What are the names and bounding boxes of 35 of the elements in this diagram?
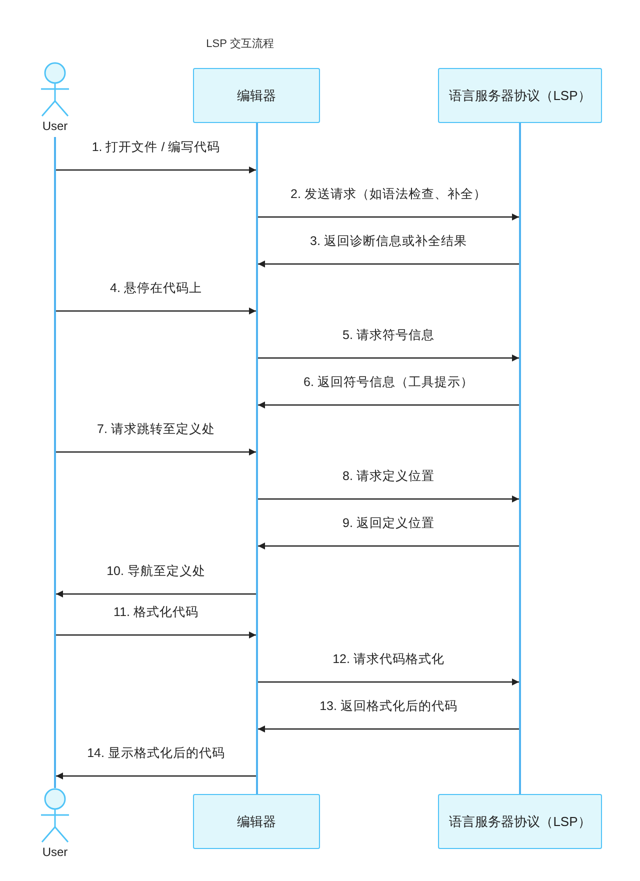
message-arrow xyxy=(258,542,519,550)
lifeline xyxy=(54,137,56,788)
message-arrow xyxy=(258,354,519,362)
message-arrow xyxy=(56,590,256,598)
edge-label: 10. 导航至定义处 xyxy=(104,563,208,579)
lifeline xyxy=(519,123,521,794)
diagram-title: LSP 交互流程 xyxy=(205,36,275,51)
participant-box: 编辑器 xyxy=(193,794,320,849)
message-arrow xyxy=(56,772,256,780)
message-arrow xyxy=(258,726,519,732)
message-arrow xyxy=(258,678,519,686)
message-arrow xyxy=(258,402,519,408)
edge-label: 11. 格式化代码 xyxy=(112,604,200,620)
message-arrow xyxy=(56,308,256,314)
edge-label: 12. 请求代码格式化 xyxy=(330,651,446,667)
edge-label: 5. 请求符号信息 xyxy=(340,327,436,343)
message-arrow xyxy=(56,632,256,638)
actor-label: User xyxy=(42,845,68,859)
actor-label: User xyxy=(42,119,68,133)
participant-box: 语言服务器协议（LSP） xyxy=(438,68,602,123)
lifeline xyxy=(256,123,258,794)
participant-box: 编辑器 xyxy=(193,68,320,123)
edge-label: 9. 返回定义位置 xyxy=(340,515,436,531)
message-arrow xyxy=(56,166,256,174)
edge-label: 13. 返回格式化后的代码 xyxy=(318,698,460,714)
edge-label: 14. 显示格式化后的代码 xyxy=(85,745,227,761)
edge-label: 3. 返回诊断信息或补全结果 xyxy=(308,233,469,249)
participant-box: 语言服务器协议（LSP） xyxy=(438,794,602,849)
edge-label: 4. 悬停在代码上 xyxy=(108,280,204,296)
message-arrow xyxy=(258,260,519,268)
edge-label: 7. 请求跳转至定义处 xyxy=(95,421,217,437)
message-arrow xyxy=(56,448,256,456)
message-arrow xyxy=(258,214,519,220)
edge-label: 8. 请求定义位置 xyxy=(340,468,436,484)
message-arrow xyxy=(258,496,519,502)
